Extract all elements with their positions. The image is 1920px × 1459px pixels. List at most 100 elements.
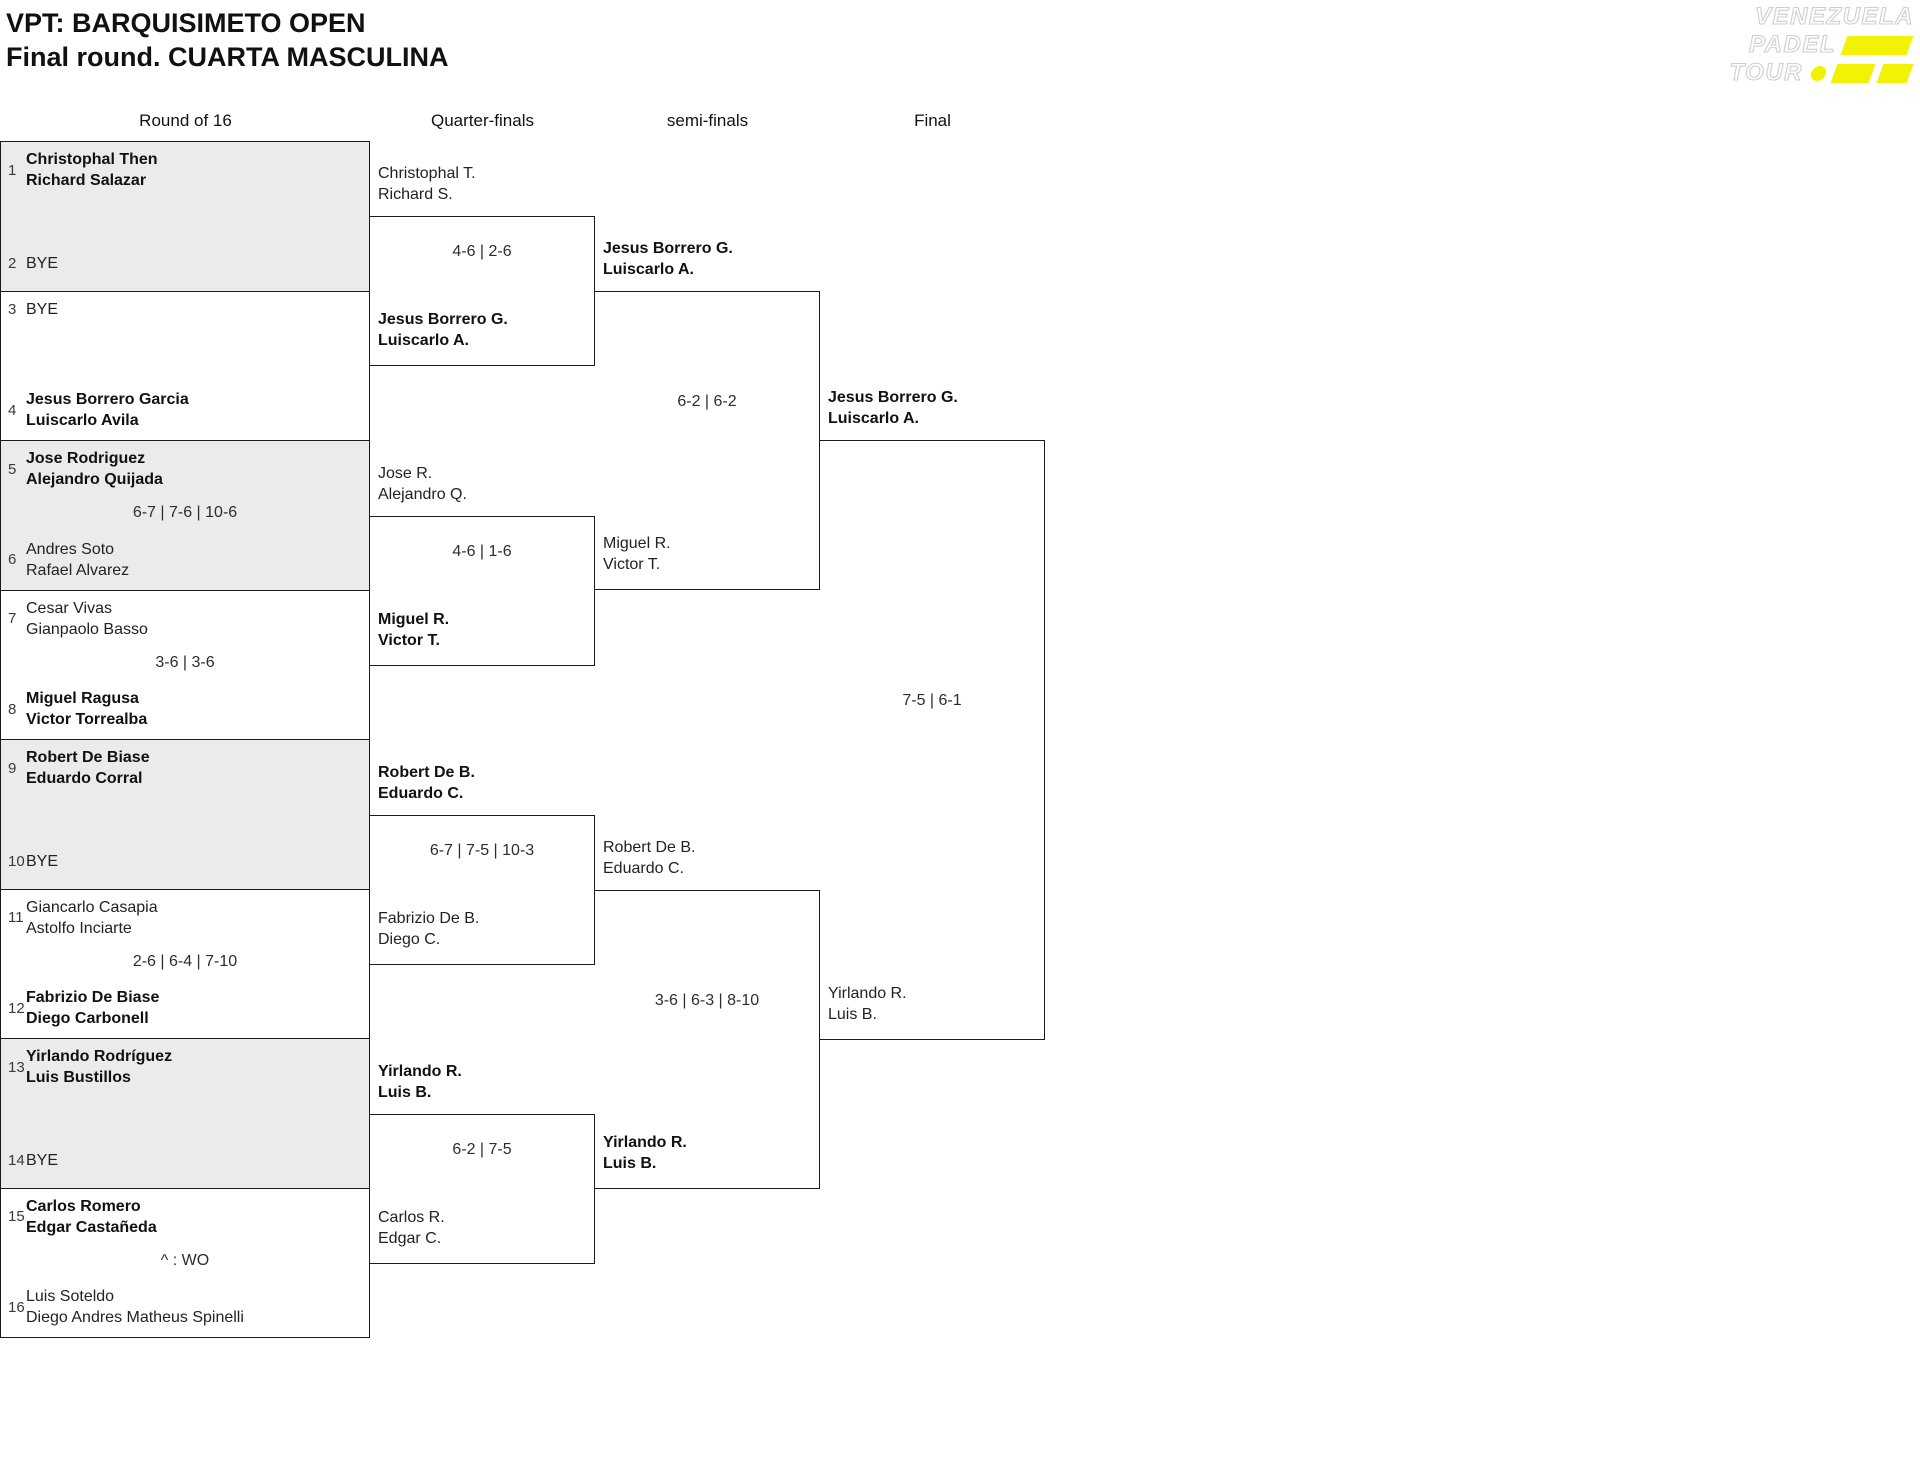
r16-match-7: 13 Yirlando Rodríguez Luis Bustillos 14 … — [1, 1039, 369, 1189]
player-name: Alejandro Quijada — [26, 471, 163, 488]
team-label: Robert De B. Eduardo C. — [603, 837, 695, 879]
player-name: Jose Rodriguez — [26, 450, 146, 467]
player-name: Luis B. — [603, 1155, 657, 1172]
seed-number: 10 — [8, 852, 25, 870]
seed-number: 16 — [8, 1298, 25, 1316]
player-name: Miguel R. — [603, 535, 671, 552]
player-name: Victor Torrealba — [26, 711, 148, 728]
seed-number: 14 — [8, 1151, 25, 1169]
qf-match-2: Jose R. Alejandro Q. 4-6 | 1-6 Miguel R.… — [370, 465, 595, 666]
seed-number: 9 — [8, 759, 17, 777]
team-names: Miguel Ragusa Victor Torrealba — [26, 688, 147, 730]
player-name: Jesus Borrero G. — [378, 311, 508, 328]
team-names: Cesar Vivas Gianpaolo Basso — [26, 598, 148, 640]
page-title: VPT: BARQUISIMETO OPEN Final round. CUAR… — [6, 6, 448, 74]
team-names: Luis Soteldo Diego Andres Matheus Spinel… — [26, 1286, 244, 1328]
logo-row-2: PADEL — [1729, 30, 1914, 59]
team-names: BYE — [26, 1150, 58, 1171]
player-name: BYE — [26, 300, 59, 318]
player-name: Andres Soto — [26, 540, 115, 558]
player-name: Rafael Alvarez — [26, 561, 130, 579]
logo-bar-icon — [1830, 63, 1876, 83]
player-name: Diego Carbonell — [26, 1010, 149, 1027]
team-entry: 12 Fabrizio De Biase Diego Carbonell — [8, 987, 159, 1029]
team-entry: 2 BYE — [8, 253, 58, 274]
column-header-quarter-finals: Quarter-finals — [431, 111, 534, 130]
player-name: Carlos Romero — [26, 1197, 141, 1215]
player-name: Jesus Borrero G. — [828, 389, 958, 406]
r16-match-6: 11 Giancarlo Casapia Astolfo Inciarte 2-… — [1, 889, 369, 1039]
team-names: Jose Rodriguez Alejandro Quijada — [26, 448, 163, 490]
team-names: Giancarlo Casapia Astolfo Inciarte — [26, 897, 158, 939]
team-entry: 9 Robert De Biase Eduardo Corral — [8, 747, 150, 789]
match-score: 6-2 | 7-5 — [452, 1141, 512, 1158]
player-name: Astolfo Inciarte — [26, 919, 132, 937]
column-header-round-of-16: Round of 16 — [139, 111, 232, 130]
final-match: Jesus Borrero G. Luiscarlo A. 7-5 | 6-1 … — [820, 389, 1045, 1040]
player-name: Luiscarlo Avila — [26, 412, 139, 429]
player-name: Eduardo C. — [378, 785, 464, 802]
team-entry: 7 Cesar Vivas Gianpaolo Basso — [8, 598, 148, 640]
team-label: Fabrizio De B. Diego C. — [378, 908, 479, 950]
seed-number: 12 — [8, 999, 25, 1017]
player-name: Luiscarlo A. — [378, 332, 469, 349]
player-name: Miguel Ragusa — [26, 690, 139, 707]
player-name: Edgar Castañeda — [26, 1218, 157, 1236]
seed-number: 2 — [8, 254, 17, 272]
player-name: Eduardo C. — [603, 860, 684, 877]
r16-match-8: 15 Carlos Romero Edgar Castañeda ^ : WO … — [1, 1188, 369, 1337]
team-entry: 4 Jesus Borrero Garcia Luiscarlo Avila — [8, 389, 189, 431]
venezuela-padel-tour-logo: VENEZUELA PADEL TOUR — [1729, 2, 1914, 87]
player-name: BYE — [26, 1151, 59, 1169]
column-header-semi-finals: semi-finals — [666, 111, 749, 130]
player-name: BYE — [26, 852, 59, 870]
team-entry: 16 Luis Soteldo Diego Andres Matheus Spi… — [8, 1286, 244, 1328]
team-names: Christophal Then Richard Salazar — [26, 149, 158, 191]
logo-word-venezuela: VENEZUELA — [1755, 2, 1914, 30]
player-name: Fabrizio De B. — [378, 910, 480, 927]
round-of-16-column: 1 Christophal Then Richard Salazar 2 BYE… — [0, 141, 370, 1338]
team-label: Jesus Borrero G. Luiscarlo A. — [378, 309, 508, 351]
seed-number: 1 — [8, 161, 17, 179]
r16-match-1: 1 Christophal Then Richard Salazar 2 BYE — [1, 142, 369, 292]
team-entry: 3 BYE — [8, 299, 58, 320]
seed-number: 15 — [8, 1208, 25, 1225]
team-label: Carlos R. Edgar C. — [378, 1207, 445, 1249]
logo-bar-icon — [1876, 63, 1914, 83]
player-name: BYE — [26, 254, 59, 272]
seed-number: 4 — [8, 401, 17, 419]
player-name: Jesus Borrero G. — [603, 240, 733, 257]
player-name: Christophal Then — [26, 151, 158, 168]
match-score: ^ : WO — [160, 1251, 210, 1269]
player-name: Diego C. — [378, 931, 441, 948]
match-score: 2-6 | 6-4 | 7-10 — [132, 952, 238, 970]
player-name: Yirlando R. — [378, 1063, 462, 1080]
sf-match-2: Robert De B. Eduardo C. 3-6 | 6-3 | 8-10… — [595, 839, 820, 1189]
player-name: Gianpaolo Basso — [26, 620, 148, 638]
player-name: Luis Bustillos — [26, 1069, 131, 1086]
round-category: Final round. CUARTA MASCULINA — [6, 42, 449, 72]
team-entry: 11 Giancarlo Casapia Astolfo Inciarte — [8, 897, 158, 939]
match-score: 6-7 | 7-5 | 10-3 — [429, 842, 535, 859]
match-score: 7-5 | 6-1 — [902, 692, 962, 709]
match-score: 3-6 | 6-3 | 8-10 — [654, 991, 760, 1009]
player-name: Robert De B. — [603, 839, 696, 856]
team-label: Jesus Borrero G. Luiscarlo A. — [828, 387, 958, 429]
team-names: Jesus Borrero Garcia Luiscarlo Avila — [26, 389, 189, 431]
player-name: Jose R. — [378, 465, 433, 482]
player-name: Luiscarlo A. — [828, 410, 919, 427]
logo-row-3: TOUR — [1729, 58, 1914, 87]
team-label: Robert De B. Eduardo C. — [378, 762, 475, 804]
seed-number: 3 — [8, 300, 17, 318]
player-name: Victor T. — [378, 632, 440, 649]
player-name: Giancarlo Casapia — [26, 898, 158, 916]
player-name: Diego Andres Matheus Spinelli — [26, 1309, 244, 1326]
seed-number: 5 — [8, 460, 17, 478]
player-name: Jesus Borrero Garcia — [26, 391, 189, 408]
qf-match-1: Christophal T. Richard S. 4-6 | 2-6 Jesu… — [370, 165, 595, 366]
seed-number: 7 — [8, 610, 17, 627]
r16-match-2: 3 BYE 4 Jesus Borrero Garcia Luiscarlo A… — [1, 291, 369, 441]
player-name: Luis B. — [828, 1006, 877, 1023]
player-name: Luiscarlo A. — [603, 261, 694, 278]
